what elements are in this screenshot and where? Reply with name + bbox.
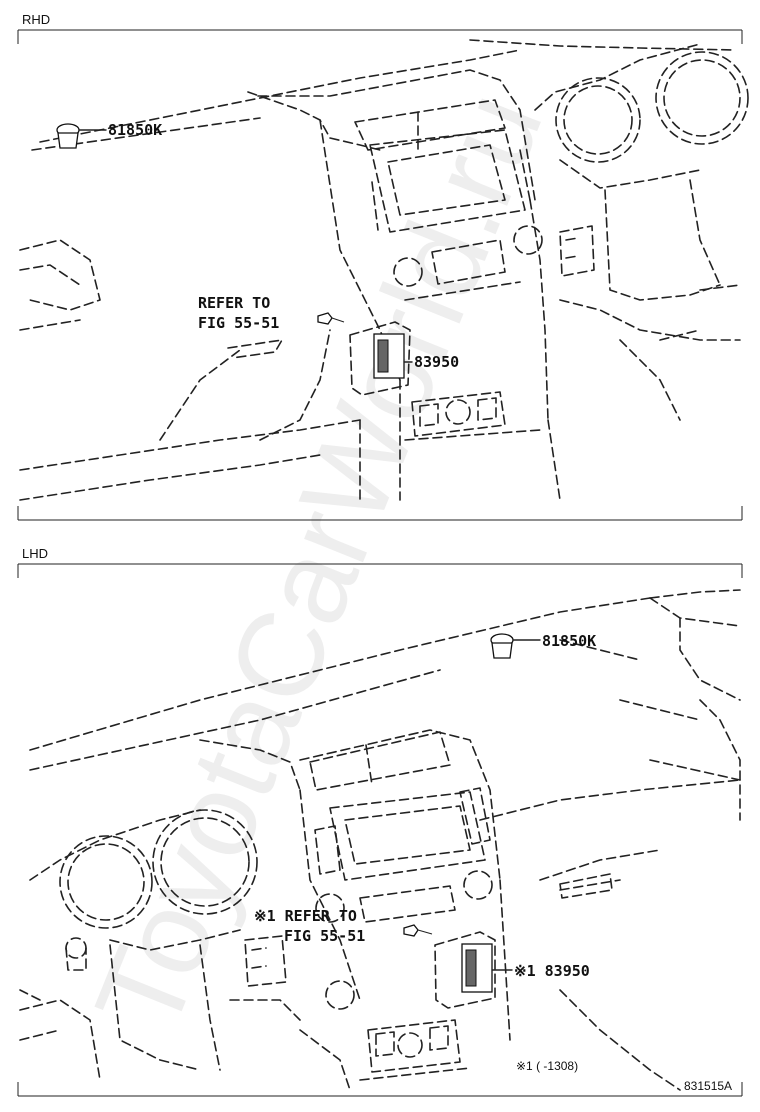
lhd-part-81850k[interactable]: 81850K: [490, 632, 596, 659]
rhd-refer-line2: FIG 55-51: [198, 314, 279, 332]
footnote: ※1 ( -1308): [516, 1059, 578, 1073]
rhd-dashboard-drawing: [19, 39, 749, 501]
screw-shaft: [331, 317, 345, 323]
watermark: ToyotaCarWorld.ru: [70, 74, 568, 1050]
rhd-83950-label: 83950: [414, 353, 459, 371]
lhd-83950-label: ※1 83950: [514, 962, 590, 980]
lhd-section-label: LHD: [22, 546, 48, 561]
rhd-part-81850k[interactable]: 81850K: [56, 121, 162, 149]
lamp-socket-icon: [491, 642, 513, 659]
lhd-dashboard-drawing: [19, 589, 741, 1091]
screw-shaft: [417, 929, 433, 935]
rhd-section: RHD: [17, 12, 749, 521]
rhd-refer-line1: REFER TO: [198, 294, 270, 312]
lhd-screw-ref[interactable]: ※1 REFER TO FIG 55-51: [254, 907, 433, 945]
lhd-refer-line1: ※1 REFER TO: [254, 907, 357, 925]
switch-connector-icon: [377, 339, 389, 373]
screw-icon: [403, 924, 419, 937]
rhd-81850k-label: 81850K: [108, 121, 162, 139]
lhd-section: LHD: [17, 546, 743, 1097]
screw-icon: [317, 312, 333, 325]
lamp-socket-icon: [57, 132, 79, 149]
rhd-screw-ref[interactable]: REFER TO FIG 55-51: [198, 294, 345, 332]
rhd-part-83950[interactable]: 83950: [349, 321, 459, 396]
rhd-83950-dashed-boundary: [349, 321, 411, 396]
lhd-81850k-label: 81850K: [542, 632, 596, 650]
lhd-part-83950[interactable]: ※1 83950: [434, 931, 590, 1009]
lhd-refer-line2: FIG 55-51: [284, 927, 365, 945]
rhd-section-label: RHD: [22, 12, 50, 27]
lhd-83950-dashed-boundary: [434, 931, 496, 1009]
figure-id: 831515A: [684, 1079, 732, 1093]
switch-connector-icon: [465, 949, 477, 987]
